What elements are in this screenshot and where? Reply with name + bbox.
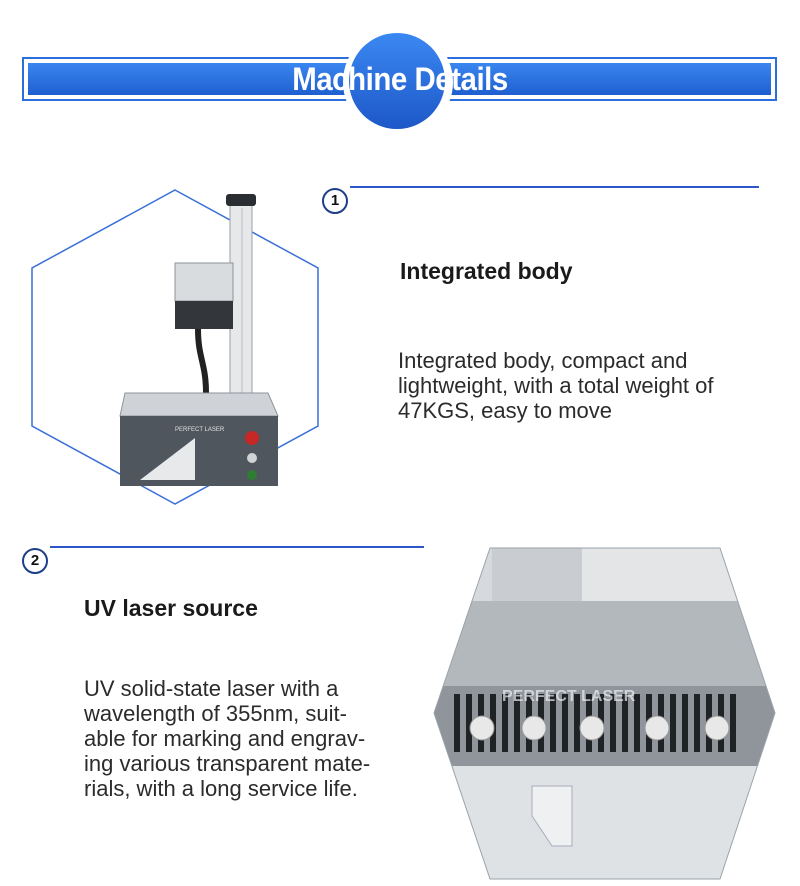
section-2-rule (50, 546, 424, 548)
machine-photo-hexagon: PERFECT LASER (30, 188, 320, 506)
section-1-description: Integrated body, compact and lightweight… (398, 348, 714, 423)
page-title: Machine Details (292, 61, 508, 97)
machine-brand-text: PERFECT LASER (175, 427, 225, 433)
description-line: rials, with a long service life. (84, 776, 358, 801)
laser-source-photo-hexagon: PERFECT LASER (432, 546, 777, 881)
laser-source-brand-text: PERFECT LASER (502, 688, 636, 705)
section-1-heading: Integrated body (400, 258, 573, 284)
section-1-rule (350, 186, 759, 188)
section-2-description: UV solid-state laser with a wavelength o… (84, 676, 370, 801)
description-line: UV solid-state laser with a (84, 676, 339, 701)
section-2-number: 2 (22, 548, 48, 574)
description-line: lightweight, with a total weight of (398, 373, 714, 398)
section-1-number: 1 (322, 188, 348, 214)
description-line: Integrated body, compact and (398, 348, 688, 373)
description-line: ing various transparent mate- (84, 751, 371, 776)
description-line: 47KGS, easy to move (398, 398, 612, 423)
section-2-heading: UV laser source (84, 595, 258, 621)
description-line: able for marking and engrav- (84, 726, 366, 751)
description-line: wavelength of 355nm, suit- (84, 701, 347, 726)
header-badge (343, 27, 453, 137)
badge-ring (349, 33, 445, 129)
